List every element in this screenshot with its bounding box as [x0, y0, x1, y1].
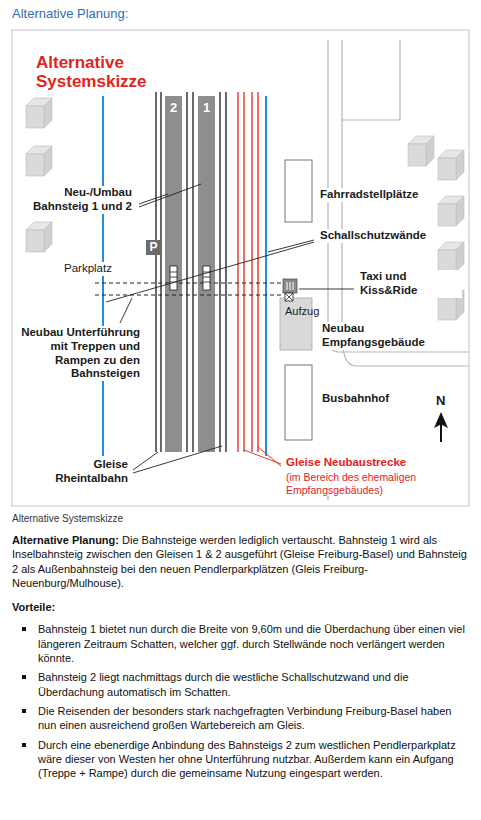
- building: [438, 150, 464, 180]
- page-heading: Alternative Planung:: [12, 6, 128, 21]
- text-column: Alternative SystemskizzeAlternative Plan…: [12, 512, 470, 785]
- bus-label: Busbahnhof: [320, 392, 391, 406]
- north-label: N: [434, 393, 447, 409]
- figure-caption: Alternative Systemskizze: [12, 512, 470, 525]
- building: [26, 222, 52, 252]
- track-rheintalbahn: [156, 92, 226, 452]
- parking-sign: P: [146, 240, 161, 255]
- building: [26, 146, 52, 176]
- road: [328, 40, 469, 500]
- building: [26, 98, 52, 128]
- building: [408, 136, 434, 166]
- platform: [198, 96, 215, 452]
- paragraph-lead: Alternative Planung:: [12, 534, 119, 546]
- parking-label: Parkplatz: [62, 262, 114, 276]
- taxi-label: Taxi und Kiss&Ride: [358, 270, 462, 298]
- platform-label: Neu-/Umbau Bahnsteig 1 und 2: [15, 186, 134, 214]
- node-label: 1: [198, 96, 215, 115]
- elevator-label: Aufzug: [283, 305, 321, 318]
- leader-line: [106, 184, 354, 473]
- building: [438, 196, 464, 226]
- elevator-shaft: [285, 293, 293, 301]
- bullet-item: Durch eine ebenerdige Anbindung des Bahn…: [12, 738, 470, 781]
- bullet-item: Bahnsteig 2 liegt nachmittags durch die …: [12, 670, 470, 699]
- track-neubaustrecke: [238, 92, 258, 452]
- platform: [165, 96, 182, 452]
- bullet-item: Bahnsteig 1 bietet nun durch die Breite …: [12, 622, 470, 665]
- north-arrow: [434, 412, 448, 442]
- elevator-shaft: [285, 293, 293, 301]
- sketch-title: Alternative Systemskizze: [34, 54, 213, 91]
- track-label: Gleise Rheintalbahn: [26, 458, 130, 486]
- platform-box: 2: [165, 96, 182, 452]
- noise-barrier: [103, 96, 266, 456]
- node-label: P: [146, 240, 161, 255]
- platform-box: 1: [198, 96, 215, 452]
- bicycle-parking: [285, 160, 312, 222]
- underpass: [95, 283, 283, 295]
- underpass-label: Neubau Unterführung mit Treppen und Ramp…: [14, 326, 142, 381]
- bullet-item: Die Reisenden der besonders stark nachge…: [12, 704, 470, 733]
- building-label: Neubau Empfangsgebäude: [320, 322, 464, 350]
- node-label: 2: [165, 96, 182, 115]
- diagram-frame: [12, 30, 469, 506]
- bicycle-label: Fahrradstellplätze: [318, 188, 420, 202]
- barrier-label: Schallschutzwände: [318, 229, 428, 243]
- elevator-door: [287, 282, 293, 290]
- building: [438, 242, 464, 272]
- track-label: Gleise Neubaustrecke: [284, 456, 408, 470]
- leader-line: [244, 447, 281, 466]
- bus-station: [285, 365, 312, 440]
- elevator: [283, 279, 297, 293]
- track-note: (im Bereich des ehemaligen Empfangsgebäu…: [284, 471, 468, 496]
- section-heading: Vorteile:: [12, 600, 470, 614]
- paragraph: Alternative Planung:Die Bahnsteige werde…: [12, 533, 470, 590]
